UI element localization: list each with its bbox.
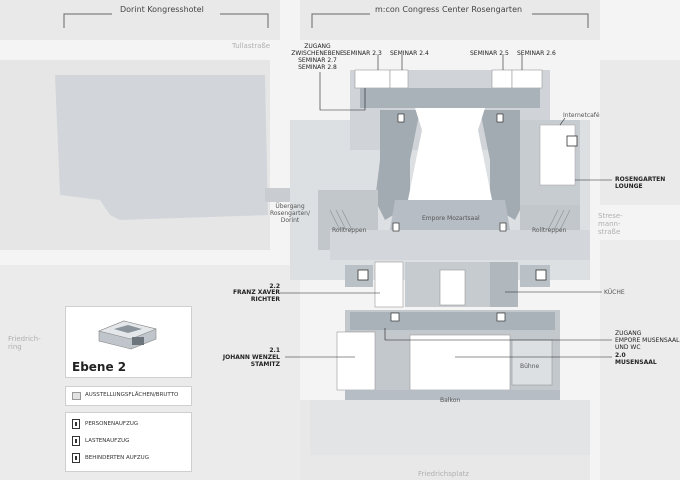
mozartsaal-wings xyxy=(375,110,420,220)
label-empore-mozartsaal: Empore Mozartsaal xyxy=(422,215,480,222)
corridor-top xyxy=(360,88,540,108)
label-room-21-name: JOHANN WENZEL STAMITZ xyxy=(222,354,280,368)
venue-rosengarten: m:con Congress Center Rosengarten xyxy=(375,5,523,14)
label-seminar-25: SEMINAR 2.5 xyxy=(470,50,509,57)
musensaal-top xyxy=(350,312,555,330)
room-22 xyxy=(374,261,404,308)
street-stresemannstrasse: Strese- mann- straße xyxy=(598,212,623,236)
city-block xyxy=(0,0,280,40)
mozartsaal-wings xyxy=(480,110,525,220)
seminar-26 xyxy=(511,69,543,89)
label-room-20-num: 2.0 xyxy=(615,352,626,359)
label-uebergang: Übergang Rosengarten/ Dorint xyxy=(269,203,310,224)
label-rolltreppen-right: Rolltreppen xyxy=(532,227,567,234)
empore-mozartsaal xyxy=(408,108,492,215)
label-room-22-num: 2.2 xyxy=(269,283,280,290)
label-kueche: KÜCHE xyxy=(604,289,625,296)
label-room-22-name: FRANZ XAVER RICHTER xyxy=(232,289,280,303)
city-block xyxy=(600,60,680,205)
legend-area-label: AUSSTELLUNGSFLÄCHEN/BRUTTO xyxy=(85,392,179,398)
buehne xyxy=(511,339,553,386)
legend-level: Ebene 2 xyxy=(65,306,192,378)
kueche xyxy=(490,262,518,307)
street-friedrichsring: Friedrich- ring xyxy=(8,335,41,351)
atrium-court xyxy=(439,269,466,306)
freight-elevator-icon xyxy=(72,436,80,446)
venue-bracket xyxy=(311,13,589,28)
building-isometric-icon xyxy=(98,320,157,350)
area-swatch xyxy=(72,392,81,400)
accessible-elevator-icon xyxy=(72,453,80,463)
room-20 xyxy=(409,334,511,391)
outdoor-terrace xyxy=(310,400,590,455)
legend-person-lift: PERSONENAUFZUG xyxy=(85,421,139,427)
label-rolltreppen-left: Rolltreppen xyxy=(332,227,367,234)
label-room-21-num: 2.1 xyxy=(269,347,280,354)
legend-freight-lift: LASTENAUFZUG xyxy=(85,438,130,444)
city-block xyxy=(600,240,680,480)
label-zugang-empore: ZUGANG EMPORE MUSENSAAL UND WC xyxy=(615,330,680,351)
elevator-icon xyxy=(72,419,80,429)
foyer-corridor xyxy=(330,230,590,260)
legend-lifts: PERSONENAUFZUG LASTENAUFZUG BEHINDERTEN … xyxy=(65,412,192,472)
label-room-20-name: MUSENSAAL xyxy=(615,359,657,366)
label-seminar-23: SEMINAR 2.3 xyxy=(343,50,382,57)
street-tullastrasse: Tullastraße xyxy=(232,42,271,50)
street-friedrichsplatz: Friedrichsplatz xyxy=(418,470,469,478)
city-block xyxy=(300,0,600,40)
legend-disabled-lift: BEHINDERTEN AUFZUG xyxy=(85,455,149,461)
label-rosengarten-lounge: ROSENGARTEN LOUNGE xyxy=(615,176,666,190)
label-buehne: Bühne xyxy=(520,363,540,370)
empore-floor xyxy=(390,200,510,230)
seminar-25 xyxy=(491,69,513,89)
room-21 xyxy=(336,331,376,391)
label-zugang-zwischenebene: ZUGANG ZWISCHENEBENE SEMINAR 2.7 SEMINAR… xyxy=(291,43,344,71)
label-seminar-24: SEMINAR 2.4 xyxy=(390,50,429,57)
internetcafe xyxy=(539,124,576,186)
elevator-icon xyxy=(390,113,507,322)
venue-bracket xyxy=(63,13,269,28)
accessible-elevator-icon xyxy=(357,135,578,281)
label-seminar-26: SEMINAR 2.6 xyxy=(517,50,556,57)
level-title: Ebene 2 xyxy=(72,360,127,374)
seminar-23 xyxy=(354,69,391,89)
label-internetcafe: Internetcafé xyxy=(563,112,600,119)
dorint-building xyxy=(55,75,268,220)
legend-area: AUSSTELLUNGSFLÄCHEN/BRUTTO xyxy=(65,386,192,406)
venue-dorint: Dorint Kongresshotel xyxy=(120,5,204,14)
label-balkon: Balkon xyxy=(440,397,461,404)
seminar-24 xyxy=(389,69,409,89)
